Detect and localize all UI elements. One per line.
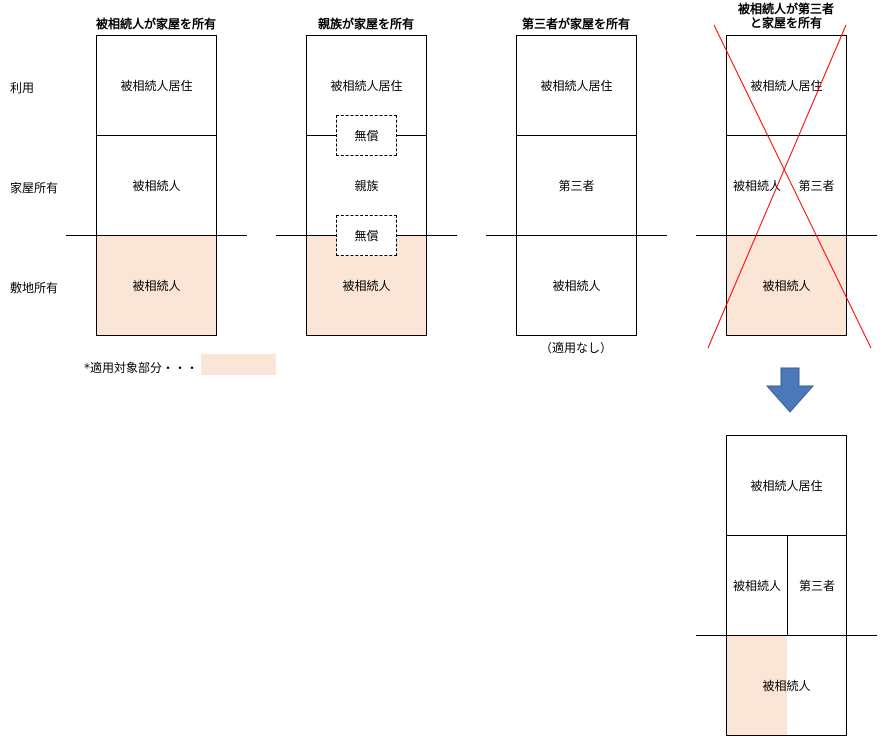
column-1-use-cell: 被相続人居住 [120,79,193,93]
column-3-house-cell: 第三者 [558,179,595,193]
column-1-house-cell: 被相続人 [132,179,181,193]
column-4-title-line2: と家屋を所有 [749,16,822,30]
result-house-right-cell: 第三者 [798,579,835,593]
column-3-use-cell: 被相続人居住 [540,79,613,93]
column-1-land-cell: 被相続人 [97,236,216,335]
result-house-split [787,536,788,636]
result-land-cell: 被相続人 [762,679,811,693]
column-2-title: 親族が家屋を所有 [317,17,414,31]
column-1-divider [97,135,216,136]
column-4-use-cell: 被相続人居住 [750,79,823,93]
result-box: 被相続人居住 被相続人 第三者 被相続人 [726,435,847,736]
column-4-divider [727,135,846,136]
column-2-rent-box-upper: 無償 [336,115,397,156]
cross-line-2 [707,24,847,349]
column-3-ground-line [486,235,667,236]
column-4-house-right-cell: 第三者 [798,179,835,193]
row-label-use: 利用 [10,81,35,95]
column-1-box: 被相続人居住 被相続人 被相続人 [96,35,217,336]
row-label-land: 敷地所有 [10,281,59,295]
row-label-house: 家屋所有 [10,181,59,195]
column-3-title: 第三者が家屋を所有 [521,17,630,31]
result-land-applicable-area [727,636,787,735]
column-1-ground-line [66,235,247,236]
column-3-box: 被相続人居住 第三者 被相続人 [516,35,637,336]
column-2-use-cell: 被相続人居住 [330,79,403,93]
column-3-divider [517,135,636,136]
legend-label: *適用対象部分・・・ [84,361,199,375]
result-divider [727,535,846,536]
column-4-title-line1: 被相続人が第三者 [737,2,834,16]
column-2-house-cell: 親族 [354,179,379,193]
column-4-land-cell: 被相続人 [727,236,846,335]
cross-line-1 [713,24,872,349]
column-3-land-cell: 被相続人 [552,279,601,293]
column-4-ground-line [696,235,877,236]
result-ground-line [696,635,877,636]
legend-swatch [201,354,276,375]
column-3-not-applicable-note: （適用なし） [540,341,613,355]
result-use-cell: 被相続人居住 [750,479,823,493]
column-1-title: 被相続人が家屋を所有 [95,17,216,31]
result-house-left-cell: 被相続人 [732,579,781,593]
column-2-rent-box-lower: 無償 [336,215,397,256]
column-4-house-left-cell: 被相続人 [732,179,781,193]
column-4-box: 被相続人居住 被相続人 第三者 被相続人 [726,35,847,336]
